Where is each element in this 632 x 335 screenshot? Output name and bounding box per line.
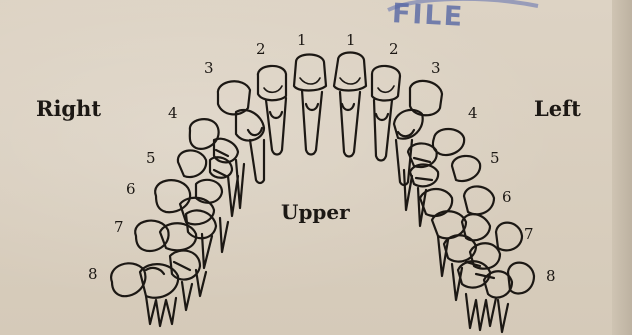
tooth-left-5 bbox=[452, 156, 480, 181]
tooth-left-1 bbox=[334, 53, 366, 91]
tooth-left-4 bbox=[433, 129, 464, 155]
tooth-right-2 bbox=[258, 66, 286, 100]
tooth-right-7 bbox=[135, 221, 168, 251]
tooth-right-1 bbox=[294, 55, 326, 91]
tooth-left-2 bbox=[372, 66, 400, 101]
tooth-left-8 bbox=[508, 263, 534, 294]
tooth-left-6 bbox=[464, 186, 494, 214]
tooth-right-8 bbox=[111, 263, 145, 296]
tooth-right-5 bbox=[178, 150, 206, 177]
tooth-left-7 bbox=[496, 223, 522, 251]
tooth-right-6 bbox=[155, 180, 190, 212]
